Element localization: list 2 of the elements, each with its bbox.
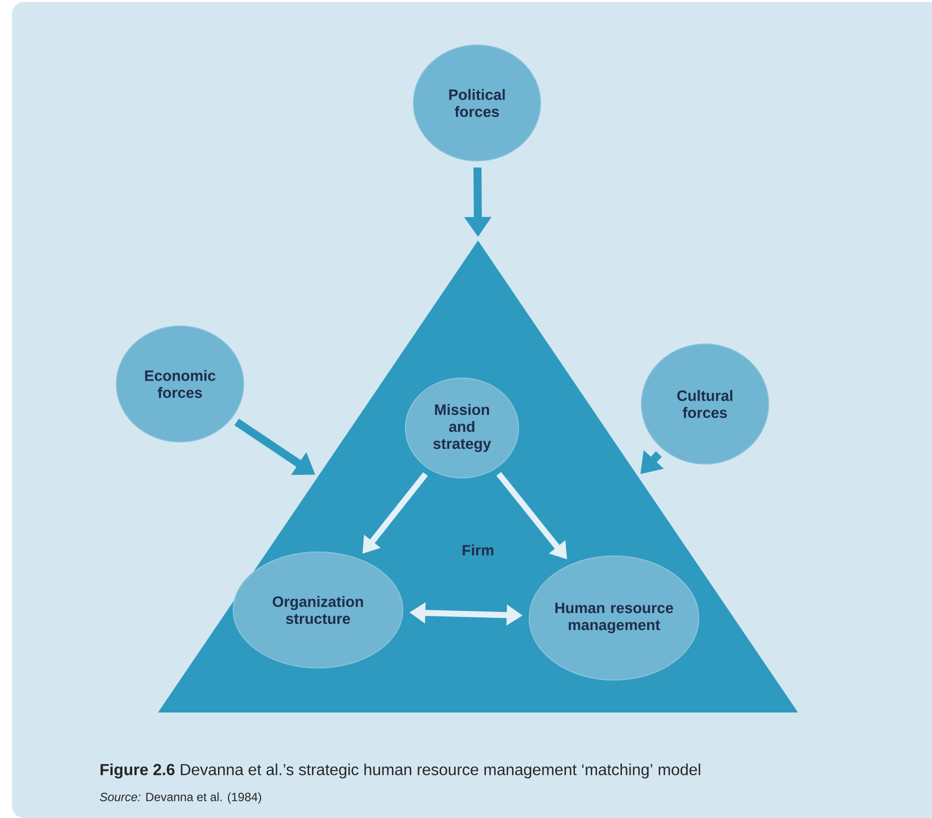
source-note: Source: Devanna et al. (1984) [100, 792, 262, 804]
caption: Figure 2.6 Devanna et al.’s strategic human resource management ‘matching’ model [100, 764, 700, 778]
